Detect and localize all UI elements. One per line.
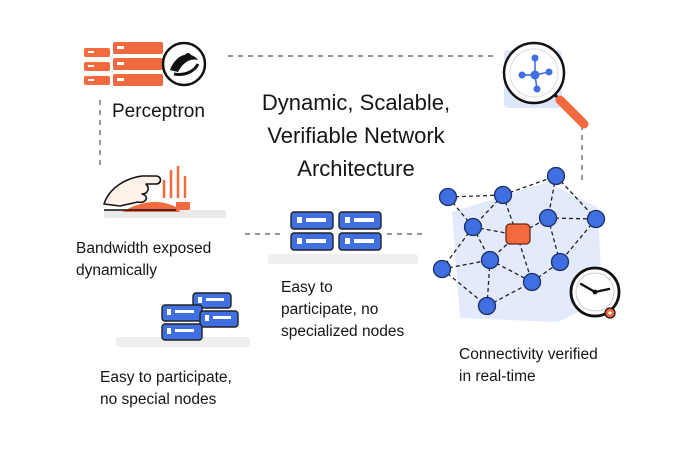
caption-line: Bandwidth exposed [76,240,212,257]
mesh-network-icon [432,166,606,322]
title-line-1: Dynamic, Scalable, [261,90,451,115]
caption-bandwidth: Bandwidth exposed dynamically [76,238,211,282]
caption-line: participate, no [281,301,379,318]
diagram-title: Dynamic, Scalable, Verifiable Network Ar… [236,86,476,185]
hand-adjusting-bars-icon [103,166,226,218]
caption-line: in real-time [459,368,536,385]
caption-line: Connectivity verified [459,346,598,363]
clock-icon [569,266,621,319]
server-stack-icon [268,211,418,264]
title-line-2: Verifiable Network [267,123,445,148]
brand-name: Perceptron [112,101,205,122]
caption-connectivity: Connectivity verified in real-time [459,344,598,388]
title-line-3: Architecture [297,156,415,181]
caption-line: dynamically [76,262,157,279]
magnifier-network-icon [502,41,589,129]
caption-participate-left: Easy to participate, no special nodes [100,367,232,411]
caption-line: specialized nodes [281,323,405,340]
server-stack-icon [116,292,250,347]
caption-line: Easy to [281,279,333,296]
server-rack-with-logo-icon [84,41,207,87]
connector-lines [99,55,583,235]
caption-line: no special nodes [100,391,217,408]
caption-line: Easy to participate, [100,369,232,386]
caption-participate-center: Easy to participate, no specialized node… [281,277,404,343]
